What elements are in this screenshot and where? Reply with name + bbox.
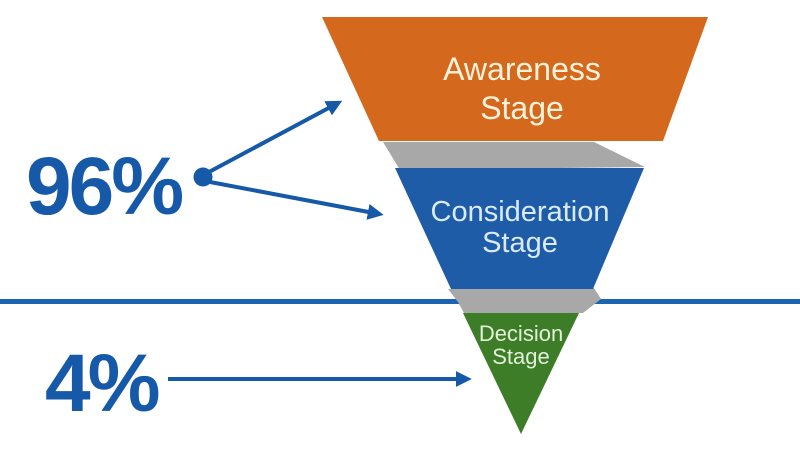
connector-awareness-consideration xyxy=(383,142,645,170)
bottom-percentage-label: 4% xyxy=(45,338,159,429)
consideration-stage-label-line2: Stage xyxy=(482,227,558,259)
arrow-to-consideration xyxy=(209,180,384,220)
arrow-to-awareness xyxy=(208,100,343,174)
awareness-stage-shape xyxy=(322,17,708,141)
divider-line xyxy=(0,299,800,304)
top-percentage-label: 96% xyxy=(26,141,182,232)
decision-stage-label-line1: Decision xyxy=(479,321,563,346)
consideration-stage-label-line1: Consideration xyxy=(431,196,610,228)
awareness-stage-label-line1: Awareness xyxy=(443,51,601,87)
callout-dot xyxy=(193,167,213,187)
decision-stage-label-line2: Stage xyxy=(492,344,550,369)
connector-consideration-decision xyxy=(448,288,601,313)
consideration-stage-shape xyxy=(395,168,644,289)
decision-stage-shape xyxy=(463,313,579,434)
awareness-stage-label-line2: Stage xyxy=(480,90,564,126)
